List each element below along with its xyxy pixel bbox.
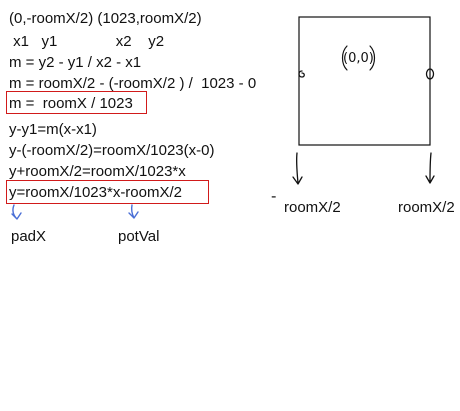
left-down-arrow-icon — [292, 152, 303, 185]
origin-paren-right-icon — [369, 45, 376, 71]
left-marker-icon — [298, 70, 305, 78]
right-room-label: roomX/2 — [398, 199, 455, 216]
right-marker-icon — [425, 68, 435, 80]
padx-arrow-icon — [11, 204, 22, 220]
room-square — [298, 16, 431, 146]
point-slope-substitution: y-(-roomX/2)=roomX/1023(x-0) — [9, 142, 215, 159]
slope-substitution: m = roomX/2 - (-roomX/2 ) / 1023 - 0 — [9, 75, 257, 92]
left-sign: - — [271, 187, 277, 205]
origin-paren-left-icon — [341, 45, 348, 71]
left-room-label: roomX/2 — [284, 199, 341, 216]
final-equation: y=roomX/1023*x-roomX/2 — [9, 184, 182, 201]
endpoint-coordinates: (0,-roomX/2) (1023,roomX/2) — [9, 10, 202, 27]
potval-arrow-icon — [128, 204, 139, 219]
origin-label: (0,0) — [343, 51, 374, 66]
slope-result-highlight — [6, 91, 147, 114]
slope-formula: m = y2 - y1 / x2 - x1 — [9, 54, 142, 71]
slope-result: m = roomX / 1023 — [9, 95, 133, 112]
variable-labels: x1 y1 x2 y2 — [9, 33, 165, 50]
right-down-arrow-icon — [425, 152, 435, 184]
padx-label: padX — [11, 228, 47, 245]
point-slope-rearranged: y+roomX/2=roomX/1023*x — [9, 163, 186, 180]
point-slope-formula: y-y1=m(x-x1) — [9, 121, 97, 138]
potval-label: potVal — [118, 228, 160, 245]
final-equation-highlight — [6, 180, 209, 204]
